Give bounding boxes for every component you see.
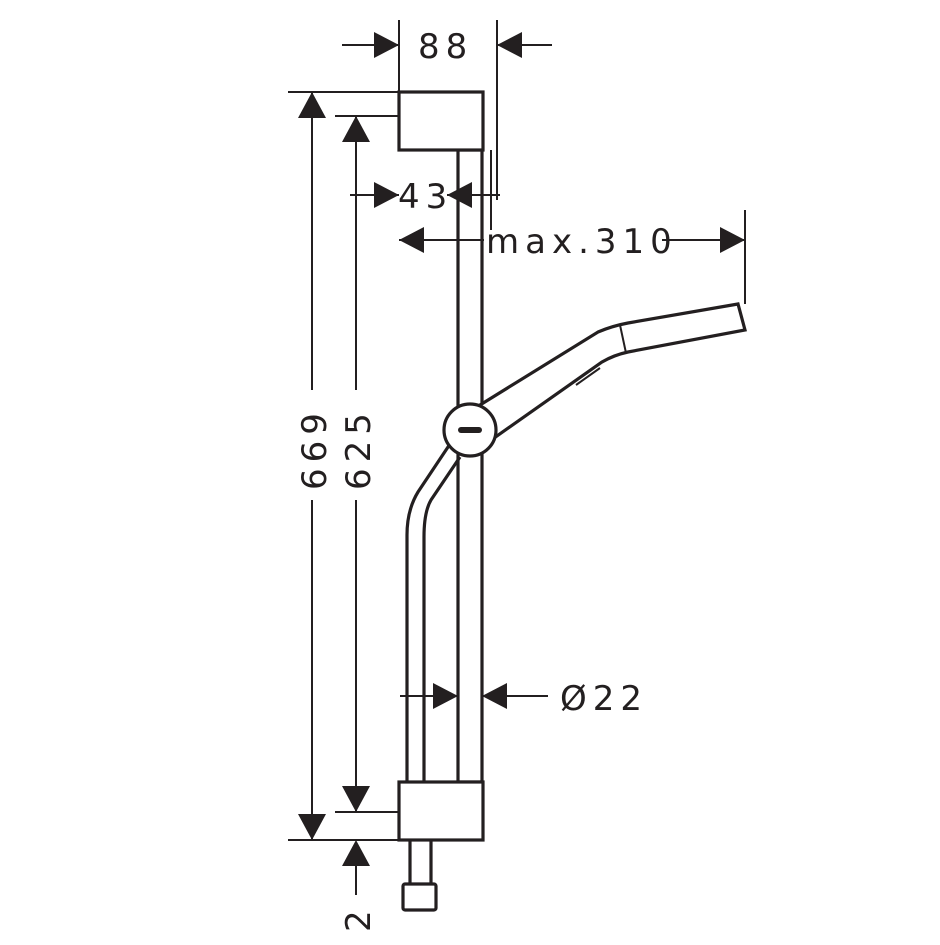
arrow-right (374, 182, 399, 208)
rail-diameter-label: Ø22 (560, 679, 648, 719)
rail-bar (456, 148, 484, 784)
height-total-label: 669 (295, 407, 335, 490)
hose-end-nut (401, 882, 438, 912)
rail-offset-label: 43 (398, 177, 453, 217)
dimension-height-total: 669 (288, 91, 399, 841)
arrow-down (342, 786, 370, 812)
shower-hose (405, 443, 452, 782)
bottom-offset-label: 2 (339, 904, 379, 932)
top-wall-holder (397, 90, 485, 152)
dimension-max-reach: max.310 (399, 210, 746, 304)
dimension-rail-diameter: Ø22 (400, 679, 648, 719)
dimension-height-mount: 625 (335, 115, 399, 813)
arrow-up (342, 840, 370, 866)
hand-shower-handle (477, 302, 747, 441)
rail-slider-slot (458, 427, 482, 433)
arrow-down (298, 814, 326, 840)
arrow-right (720, 227, 745, 253)
arrow-left (497, 32, 522, 58)
max-reach-label: max.310 (486, 222, 678, 262)
hand-shower-button (575, 367, 601, 386)
arrow-left (399, 227, 424, 253)
dimension-rail-offset: 43 (350, 150, 500, 230)
hand-shower-spray-face-line (619, 324, 627, 354)
arrow-right (374, 32, 399, 58)
height-mount-label: 625 (339, 407, 379, 490)
dimension-holder-width: 88 (342, 20, 552, 200)
arrow-left (482, 683, 507, 709)
arrow-up (342, 116, 370, 142)
arrow-right (433, 683, 458, 709)
shower-hose-inner (422, 456, 462, 782)
dimension-bottom-offset: 2 (339, 840, 379, 932)
arrow-left (447, 182, 472, 208)
bottom-wall-holder (397, 780, 485, 842)
holder-width-label: 88 (418, 27, 473, 67)
shower-set (397, 90, 747, 912)
arrow-up (298, 92, 326, 118)
